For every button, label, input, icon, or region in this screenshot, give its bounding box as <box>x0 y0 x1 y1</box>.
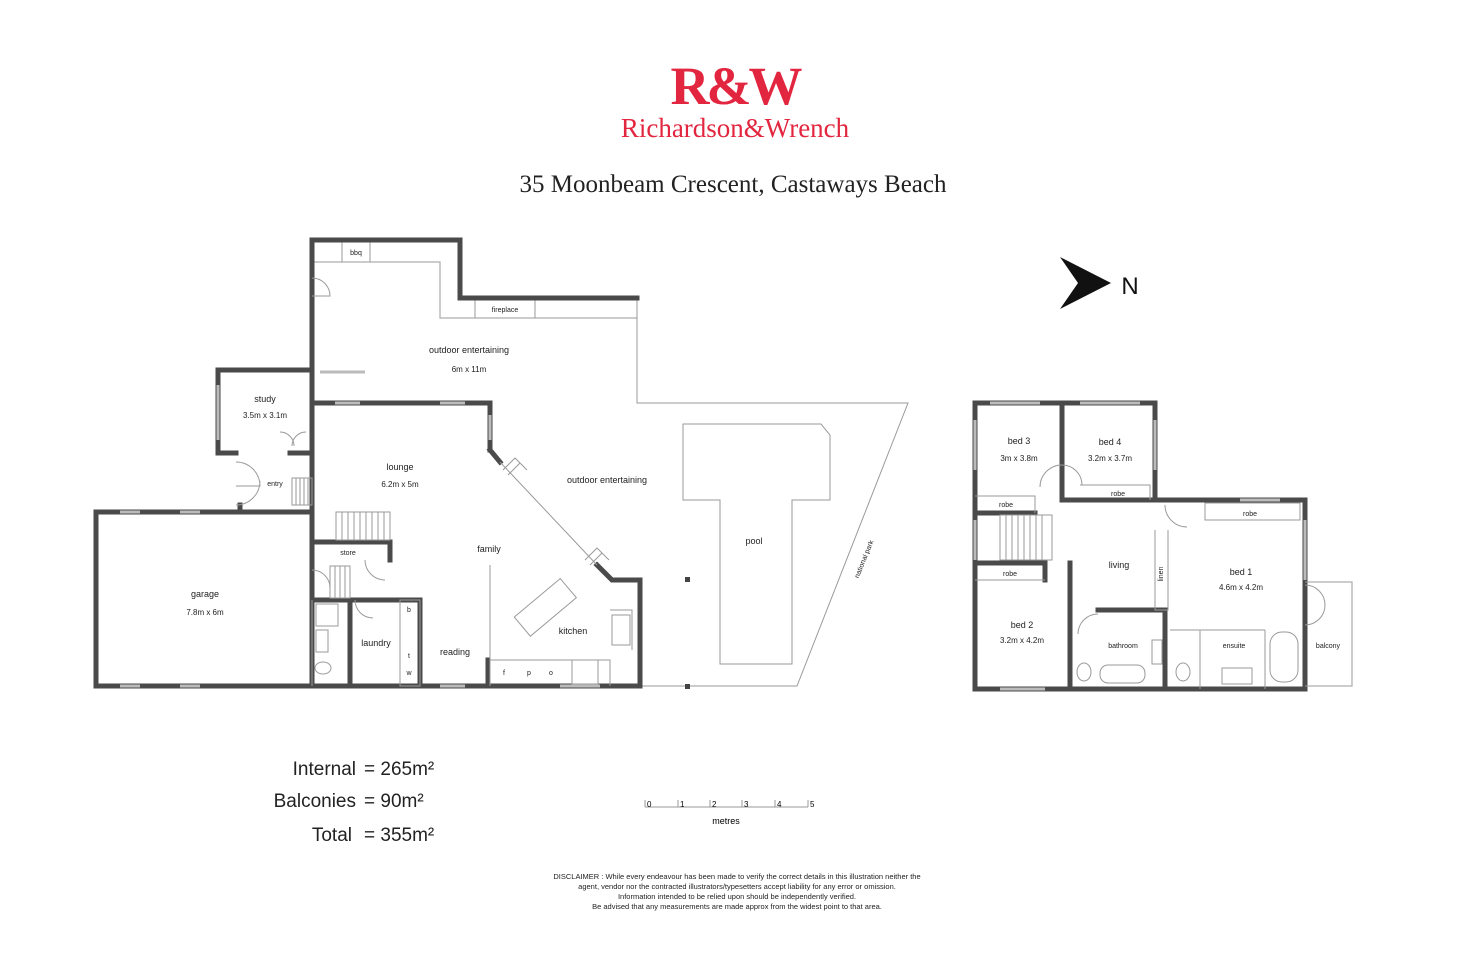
disclaimer-line: Be advised that any measurements are mad… <box>592 902 882 911</box>
outdoor-entertaining-size: 6m x 11m <box>452 365 487 374</box>
disclaimer-line: DISCLAIMER : While every endeavour has b… <box>553 872 920 881</box>
scale-tick: 2 <box>712 800 717 809</box>
bathroom-label: bathroom <box>1108 643 1138 650</box>
study-label: study <box>254 394 276 404</box>
linen-label: linen <box>1158 567 1165 582</box>
store-label: store <box>340 550 356 557</box>
disclaimer-line: Information intended to be relied upon s… <box>618 892 856 901</box>
laundry-t-label: t <box>408 653 410 660</box>
area-value: = 90m² <box>364 791 424 812</box>
area-summary: Internal = 265m² Balconies = 90m² Total … <box>274 759 435 846</box>
pool-outline <box>682 423 831 665</box>
outdoor-entertaining-2-label: outdoor entertaining <box>567 475 647 485</box>
bed3-size: 3m x 3.8m <box>1000 454 1038 463</box>
area-label: Balconies <box>274 791 356 812</box>
brand-name: Richardson&Wrench <box>621 113 850 143</box>
national-park-label: national park <box>854 539 876 579</box>
area-value: = 355m² <box>364 825 434 846</box>
outdoor-entertaining-label: outdoor entertaining <box>429 345 509 355</box>
bed1-label: bed 1 <box>1230 567 1253 577</box>
kitchen-o-label: o <box>549 670 553 677</box>
robe-label: robe <box>999 502 1013 509</box>
kitchen-f-label: f <box>503 670 505 677</box>
bbq-label: bbq <box>350 250 362 257</box>
scale-bar: 0 1 2 3 4 5 metres <box>644 800 815 826</box>
robe-label: robe <box>1243 511 1257 518</box>
disclaimer: DISCLAIMER : While every endeavour has b… <box>553 872 920 911</box>
scale-tick: 1 <box>680 800 685 809</box>
property-address: 35 Moonbeam Crescent, Castaways Beach <box>520 171 947 198</box>
kitchen-p-label: p <box>527 670 531 677</box>
ensuite-label: ensuite <box>1223 643 1246 650</box>
bed3-label: bed 3 <box>1008 436 1031 446</box>
reading-label: reading <box>440 647 470 657</box>
lounge-label: lounge <box>386 462 413 472</box>
kitchen-label: kitchen <box>559 626 588 636</box>
bed2-size: 3.2m x 4.2m <box>1000 636 1044 645</box>
entry-label: entry <box>267 481 283 488</box>
scale-unit: metres <box>712 816 740 826</box>
scale-tick: 3 <box>744 800 749 809</box>
north-arrow-icon: N <box>1060 257 1139 309</box>
bed1-size: 4.6m x 4.2m <box>1219 583 1263 592</box>
scale-tick: 0 <box>647 800 652 809</box>
ground-floor-plan <box>93 237 909 689</box>
area-label: Internal <box>293 759 356 780</box>
fireplace-label: fireplace <box>492 307 519 314</box>
north-label: N <box>1121 273 1138 300</box>
scale-tick: 5 <box>810 800 815 809</box>
garage-size: 7.8m x 6m <box>186 608 224 617</box>
garage-label: garage <box>191 589 219 599</box>
area-value: = 265m² <box>364 759 434 780</box>
upper-floor-plan <box>972 400 1353 692</box>
laundry-label: laundry <box>361 638 391 648</box>
bed4-label: bed 4 <box>1099 437 1122 447</box>
robe-label: robe <box>1003 571 1017 578</box>
scale-tick: 4 <box>777 800 782 809</box>
pool-label: pool <box>745 536 762 546</box>
living-label: living <box>1109 560 1130 570</box>
logo-mark: R&W <box>671 56 803 116</box>
laundry-b-label: b <box>407 607 411 614</box>
bed2-label: bed 2 <box>1011 620 1034 630</box>
robe-label: robe <box>1111 491 1125 498</box>
study-size: 3.5m x 3.1m <box>243 411 287 420</box>
laundry-w-label: w <box>405 670 412 677</box>
bed4-size: 3.2m x 3.7m <box>1088 454 1132 463</box>
lounge-size: 6.2m x 5m <box>381 480 419 489</box>
balcony-label: balcony <box>1316 643 1341 650</box>
family-label: family <box>477 544 501 554</box>
area-label: Total <box>312 825 352 846</box>
disclaimer-line: agent, vendor nor the contracted illustr… <box>578 882 896 891</box>
logo: R&W Richardson&Wrench <box>621 56 850 143</box>
